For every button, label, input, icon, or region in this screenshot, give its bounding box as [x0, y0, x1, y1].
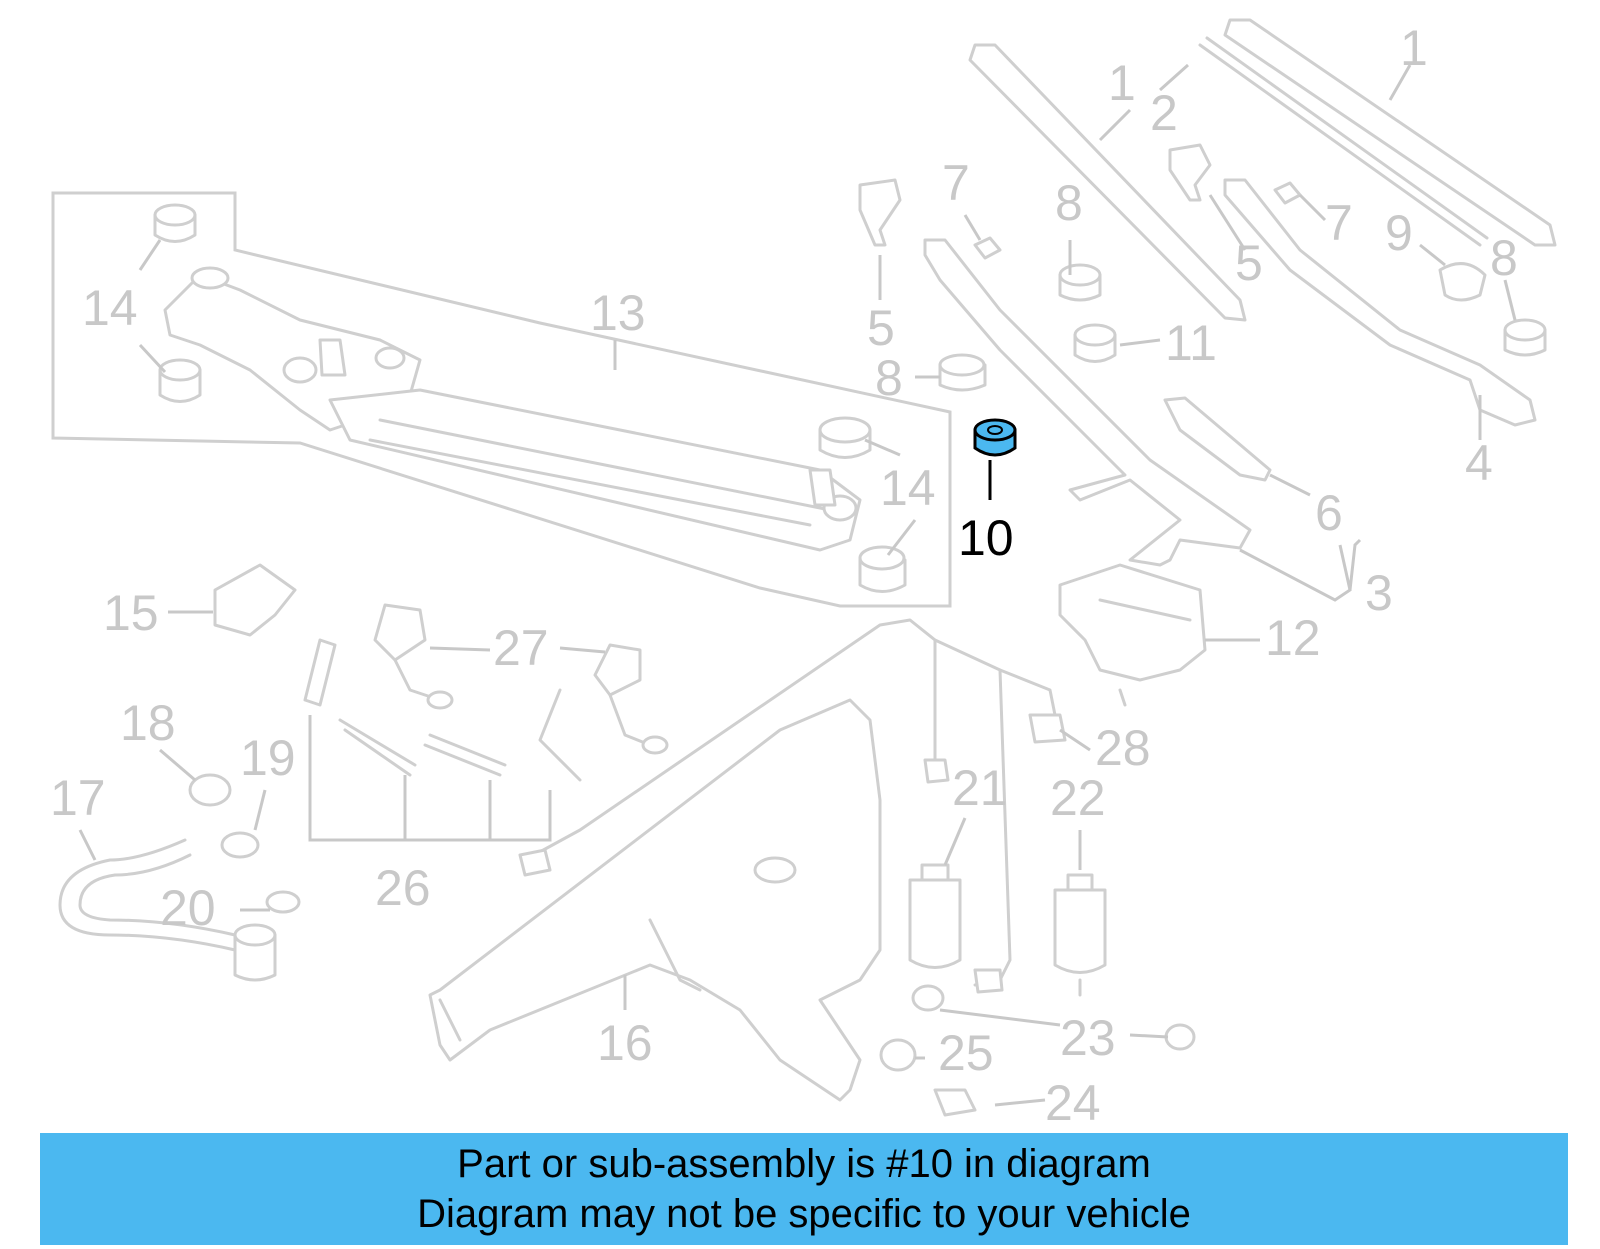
plug-part-18[interactable]: [188, 773, 232, 807]
callout-8a[interactable]: 8: [1055, 175, 1083, 231]
grommet-part-11[interactable]: [1073, 323, 1117, 363]
nozzle-hose-part-26a[interactable]: [303, 638, 337, 707]
callout-14a[interactable]: 14: [82, 280, 138, 336]
seal-part-19[interactable]: [220, 831, 260, 859]
callout-2[interactable]: 2: [1150, 85, 1178, 141]
wiper-blade-part-1a[interactable]: [968, 43, 1247, 322]
grommet-part-25[interactable]: [879, 1038, 917, 1072]
callout-26[interactable]: 26: [375, 860, 431, 916]
callout-7b[interactable]: 7: [1325, 195, 1353, 251]
callout-25[interactable]: 25: [938, 1025, 994, 1081]
grommet-part-23b[interactable]: [1164, 1023, 1196, 1051]
callout-16[interactable]: 16: [597, 1015, 653, 1071]
callout-12[interactable]: 12: [1265, 610, 1321, 666]
nut-part-8c[interactable]: [1503, 318, 1547, 357]
callout-1a[interactable]: 1: [1108, 55, 1136, 111]
callout-1b[interactable]: 1: [1400, 20, 1428, 76]
clamp-part-20[interactable]: [265, 890, 301, 914]
linkage-group-box: [51, 191, 952, 608]
banner-line-disclaimer: Diagram may not be specific to your vehi…: [417, 1192, 1191, 1236]
nozzle-part-27b[interactable]: [593, 643, 669, 755]
nozzle-part-27a[interactable]: [373, 603, 454, 710]
callout-13[interactable]: 13: [590, 285, 646, 341]
grommet-part-14d[interactable]: [858, 545, 907, 593]
callout-6[interactable]: 6: [1315, 485, 1343, 541]
nozzle-hose-part-26d[interactable]: [538, 688, 582, 782]
wiper-arm-part-3[interactable]: [923, 238, 1252, 567]
grommet-part-23a[interactable]: [911, 984, 945, 1012]
callout-24[interactable]: 24: [1045, 1075, 1101, 1131]
pad-part-7b[interactable]: [1273, 181, 1302, 205]
callout-18[interactable]: 18: [120, 695, 176, 751]
bracket-part-15[interactable]: [213, 563, 297, 637]
washer-reservoir-part-16[interactable]: [428, 698, 882, 1102]
callout-28[interactable]: 28: [1095, 720, 1151, 776]
info-banner: Part or sub-assembly is #10 in diagram D…: [40, 1133, 1568, 1245]
highlighted-part-10[interactable]: [973, 418, 1017, 457]
callout-9[interactable]: 9: [1385, 205, 1413, 261]
callout-19[interactable]: 19: [240, 730, 296, 786]
wire-harness-part-28[interactable]: [518, 618, 1067, 994]
callout-27[interactable]: 27: [493, 620, 549, 676]
connector-part-24[interactable]: [933, 1088, 977, 1117]
callout-8b[interactable]: 8: [875, 350, 903, 406]
grommet-part-14a[interactable]: [153, 203, 197, 243]
washer-pump-part-22[interactable]: [1053, 873, 1107, 997]
wiper-arm-part-4[interactable]: [1223, 178, 1537, 427]
cap-part-9[interactable]: [1438, 262, 1487, 302]
grommet-part-14b[interactable]: [158, 358, 202, 403]
callout-21[interactable]: 21: [952, 760, 1008, 816]
wiper-motor-part-12[interactable]: [1058, 563, 1207, 707]
callout-14b[interactable]: 14: [880, 460, 936, 516]
callout-22[interactable]: 22: [1050, 770, 1106, 826]
leader-lines: [78, 63, 1517, 1107]
banner-line-part-number: Part or sub-assembly is #10 in diagram: [457, 1142, 1151, 1186]
pad-part-7a[interactable]: [973, 236, 1002, 260]
callout-10[interactable]: 10: [958, 510, 1014, 566]
nut-part-8a[interactable]: [1058, 263, 1102, 302]
arm-cap-part-5a[interactable]: [858, 178, 902, 247]
wiper-blade-part-1b[interactable]: [1223, 18, 1557, 247]
callout-8c[interactable]: 8: [1490, 230, 1518, 286]
callout-15[interactable]: 15: [103, 585, 159, 641]
washer-pump-part-21[interactable]: [908, 863, 962, 969]
callout-5b[interactable]: 5: [1235, 235, 1263, 291]
callout-20[interactable]: 20: [160, 880, 216, 936]
callout-17[interactable]: 17: [50, 770, 106, 826]
callout-11[interactable]: 11: [1165, 315, 1217, 371]
callout-3[interactable]: 3: [1365, 565, 1393, 621]
callout-5a[interactable]: 5: [867, 300, 895, 356]
nut-part-8b[interactable]: [938, 353, 987, 392]
hose-part-17[interactable]: [58, 838, 277, 982]
spoiler-part-6[interactable]: [1163, 396, 1272, 482]
wiper-linkage-part[interactable]: [163, 266, 862, 552]
grommet-part-14c[interactable]: [818, 416, 872, 459]
blade-insert-part-2[interactable]: [1198, 36, 1489, 247]
arm-cap-part-5b[interactable]: [1168, 143, 1212, 202]
callout-23[interactable]: 23: [1060, 1010, 1116, 1066]
callout-4[interactable]: 4: [1465, 435, 1493, 491]
nozzle-hose-part-26c[interactable]: [423, 733, 507, 777]
nozzle-hose-part-26b[interactable]: [338, 718, 417, 777]
callout-7a[interactable]: 7: [942, 155, 970, 211]
